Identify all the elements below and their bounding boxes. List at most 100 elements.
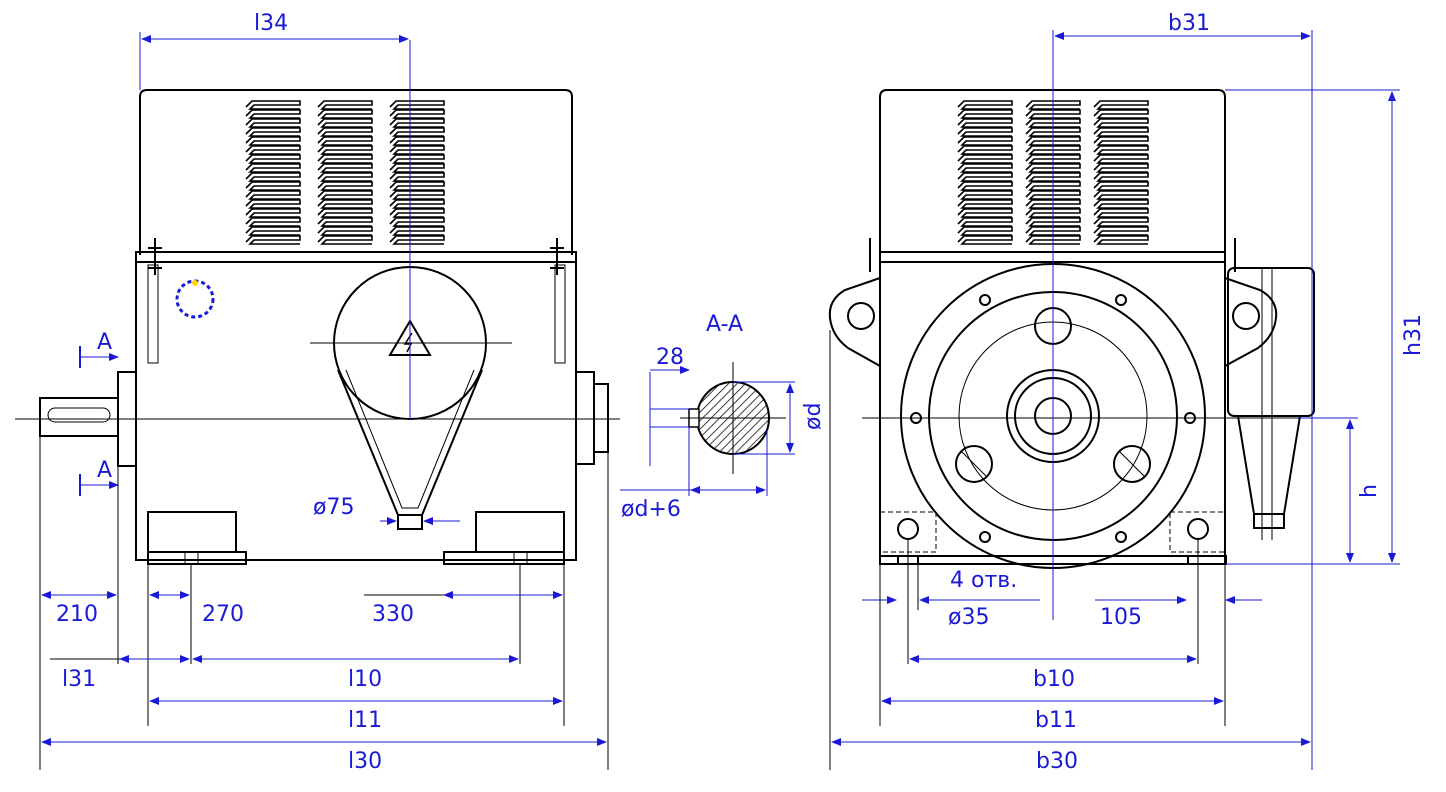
lifting-eye-left (147, 238, 162, 364)
louver-slat (957, 172, 1013, 182)
dim-330: 330 (364, 591, 563, 627)
louver-slat (389, 199, 445, 209)
terminal-box-side (1227, 267, 1315, 417)
louver-slat (389, 163, 445, 173)
louver-slat (1093, 127, 1149, 137)
louver-slat (245, 145, 301, 155)
motor-body (135, 251, 577, 561)
louver-slat (389, 226, 445, 236)
louver-slat (389, 154, 445, 164)
louver-slat (957, 235, 1013, 245)
svg-text:b10: b10 (1033, 667, 1075, 692)
section-title: A-A (706, 312, 743, 337)
louver-slat (1093, 118, 1149, 128)
louver-slat (389, 136, 445, 146)
louver-slat (957, 199, 1013, 209)
lug-left (828, 277, 881, 367)
louver-slat (245, 118, 301, 128)
louver-slat (1025, 199, 1081, 209)
dim-105: 105 (1095, 596, 1262, 630)
louver-slat (1025, 100, 1081, 110)
louver-slat (317, 154, 373, 164)
louver-slat (245, 208, 301, 218)
louver-slat (1025, 127, 1081, 137)
dim-holes: 4 отв. ø35 (862, 568, 1040, 630)
dim-d: ød (733, 381, 826, 455)
louver-slat (1025, 172, 1081, 182)
louver-slat (389, 172, 445, 182)
svg-text:ød+6: ød+6 (621, 497, 681, 522)
louver-slat (1093, 190, 1149, 200)
louver-slat (245, 235, 301, 245)
louver-slat (317, 172, 373, 182)
dim-h: h (1300, 417, 1382, 563)
front-view: b31 h31 h 4 отв. ø35 105 (828, 11, 1426, 774)
svg-text:h: h (1357, 484, 1382, 498)
louver-slat (1025, 136, 1081, 146)
dim-l30: l30 (41, 738, 607, 774)
louver-slat (245, 136, 301, 146)
louver-slat (317, 136, 373, 146)
louver-slat (957, 145, 1013, 155)
dim-b11: b11 (881, 697, 1224, 733)
louver-slat (957, 100, 1013, 110)
louver-slat (1093, 145, 1149, 155)
louver-slat (957, 154, 1013, 164)
foot-right (475, 511, 565, 553)
terminal-box (310, 266, 512, 530)
svg-text:b30: b30 (1036, 749, 1078, 774)
louver-slat (317, 109, 373, 119)
side-view: A A l34 ø75 210 (15, 11, 620, 774)
dim-b30: b30 (831, 738, 1311, 774)
louver-slat (957, 181, 1013, 191)
louver-slat (957, 163, 1013, 173)
top-housing (139, 89, 573, 255)
louver-slat (1093, 136, 1149, 146)
section-view: A-A 28 ød ød+6 (620, 312, 826, 522)
louver-slat (1093, 208, 1149, 218)
louver-slat (957, 217, 1013, 227)
louver-grid (245, 100, 445, 245)
svg-text:ød: ød (801, 403, 826, 430)
louver-slat (1025, 208, 1081, 218)
louver-slat (1093, 181, 1149, 191)
section-label-a-top: A (97, 330, 112, 355)
louver-slat (1093, 163, 1149, 173)
louver-slat (389, 109, 445, 119)
louver-slat (1093, 199, 1149, 209)
louver-slat (957, 136, 1013, 146)
louver-slat (389, 145, 445, 155)
svg-text:b31: b31 (1168, 11, 1210, 36)
louver-slat (389, 208, 445, 218)
louver-slat (1093, 154, 1149, 164)
dim-l11: l11 (149, 697, 563, 733)
svg-text:l11: l11 (348, 708, 382, 733)
louver-slat (317, 208, 373, 218)
svg-text:105: 105 (1100, 605, 1142, 630)
svg-text:l34: l34 (254, 11, 288, 36)
louver-slat (245, 109, 301, 119)
louver-slat (1093, 226, 1149, 236)
louver-slat (245, 163, 301, 173)
louver-slat (245, 190, 301, 200)
louver-slat (1025, 163, 1081, 173)
dim-h31: h31 (1225, 89, 1426, 565)
svg-text:l10: l10 (348, 667, 382, 692)
lifting-eye-right (550, 238, 566, 364)
louver-slat (245, 199, 301, 209)
louver-slat (317, 226, 373, 236)
shaft-end (39, 397, 119, 437)
rotation-indicator-icon (175, 279, 215, 319)
svg-text:h31: h31 (1401, 314, 1426, 356)
louver-slat (957, 127, 1013, 137)
section-mark-top: A (79, 330, 119, 368)
dim-b31: b31 (1054, 11, 1313, 770)
louver-slat (245, 226, 301, 236)
louver-slat (1025, 118, 1081, 128)
louver-slat (957, 190, 1013, 200)
section-mark-bottom: A (79, 458, 119, 496)
svg-text:l31: l31 (62, 667, 96, 692)
louver-slat (1025, 145, 1081, 155)
louver-slat (245, 181, 301, 191)
